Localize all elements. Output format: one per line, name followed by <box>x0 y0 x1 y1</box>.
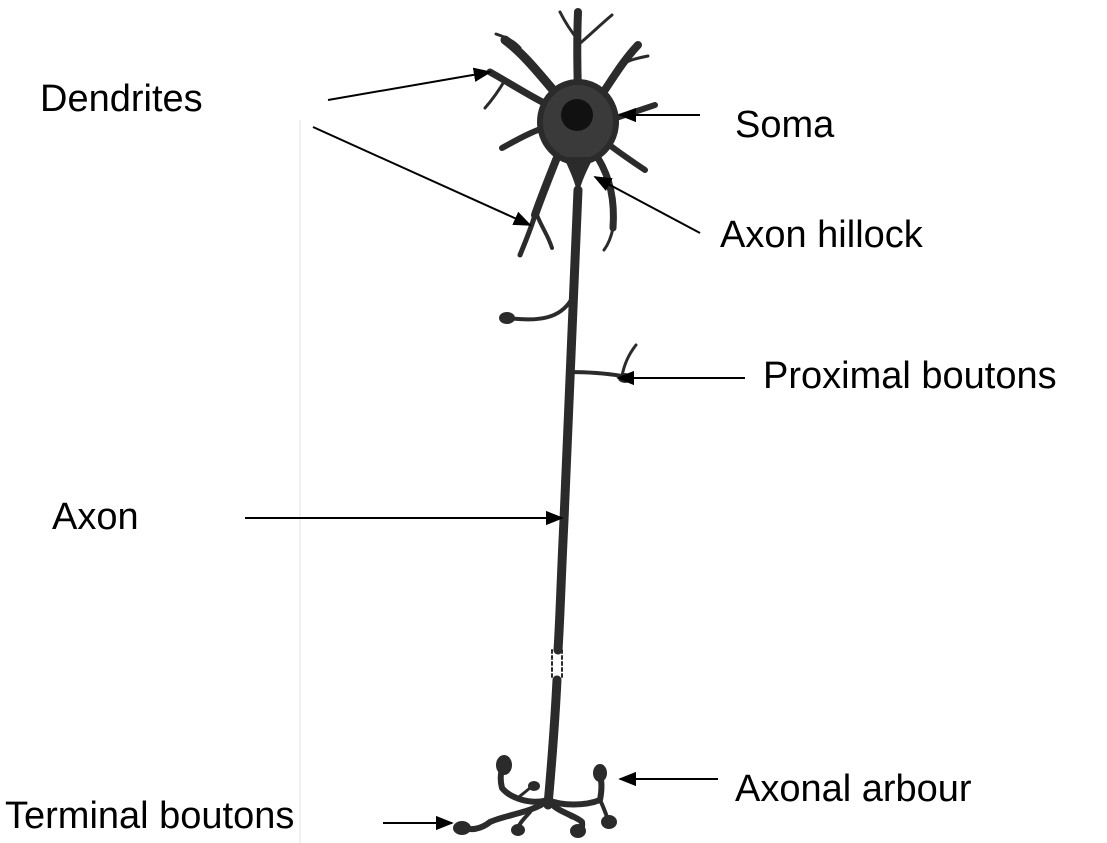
axon-hillock-label: Axon hillock <box>720 216 923 254</box>
terminal-boutons-label: Terminal boutons <box>5 797 294 835</box>
soma-label: Soma <box>735 106 834 144</box>
proximal-branch <box>568 372 622 376</box>
neuron <box>454 12 655 837</box>
dendrites-arrow-lower <box>313 127 530 225</box>
pointer-arrows <box>245 72 745 823</box>
axon-break <box>552 650 562 680</box>
axon-shaft <box>558 190 578 650</box>
collateral-bouton <box>500 313 514 323</box>
nucleus <box>561 99 593 131</box>
dendrites-label: Dendrites <box>40 80 203 118</box>
terminal-bouton-set <box>454 756 616 837</box>
axon-shaft-lower <box>548 680 557 805</box>
axonal-arbour-branches <box>465 765 608 832</box>
axon-label: Axon <box>52 498 139 536</box>
dendrites-arrow-upper <box>328 72 490 100</box>
proximal-boutons-label: Proximal boutons <box>763 357 1057 395</box>
axon-collateral <box>508 300 571 319</box>
axonal-arbour-label: Axonal arbour <box>735 770 972 808</box>
